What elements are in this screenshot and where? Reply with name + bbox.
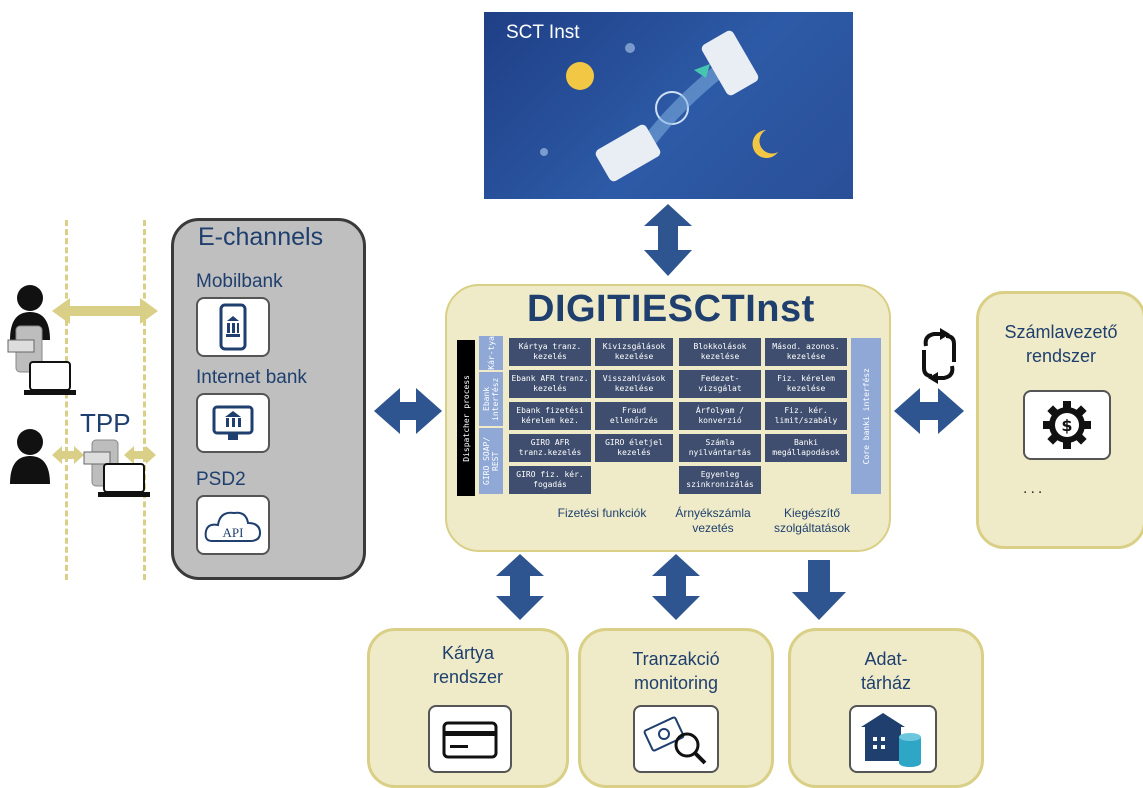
szamlavezeto-rendszer-box: Számlavezető rendszer $ ...: [976, 291, 1143, 549]
double-arrow-user2: [52, 446, 156, 464]
sct-inst-title: SCT Inst: [506, 22, 580, 43]
user-icon: [10, 429, 50, 484]
arrow-core-account: [894, 388, 964, 434]
arrow-sct-core: [644, 204, 692, 276]
dispatcher-process-label: Dispatcher process: [461, 374, 471, 462]
kartya-rendszer-box: Kártya rendszer: [367, 628, 569, 788]
sync-icon: [922, 328, 956, 384]
arrow-core-warehouse: [792, 560, 846, 620]
laptop-icon: [98, 463, 150, 497]
row-label-ebank: Ebank interfész: [479, 372, 503, 426]
cell-masod-azonos: Másod. azonos. kezelése: [765, 338, 847, 366]
bank-phone-icon: [219, 303, 247, 351]
row-label-giro: GIRO SOAP/ REST: [479, 428, 503, 494]
col-label-fizetesi: Fizetési funkciók: [557, 506, 647, 520]
cell-egyenleg: Egyenleg szinkronizálás: [679, 466, 761, 494]
e-channels-box: E-channels Mobilbank Internet bank PSD2 …: [171, 218, 366, 580]
left-actors: [7, 285, 158, 497]
dispatcher-process-strip: Dispatcher process: [457, 340, 475, 496]
cell-szamla: Számla nyilvántartás: [679, 434, 761, 462]
internet-bank-tile: [196, 393, 270, 453]
dollar-gear-icon: $: [1043, 401, 1091, 449]
cell-kartya-tranz: Kártya tranz. kezelés: [509, 338, 591, 366]
cell-visszahivasok: Visszahívások kezelése: [595, 370, 673, 398]
cell-blokkolasok: Blokkolások kezelése: [679, 338, 761, 366]
laptop-icon: [24, 361, 76, 395]
szamlavezeto-label: Számlavezető rendszer: [1004, 322, 1118, 366]
arrow-echannels-core: [374, 388, 442, 434]
row-label-kartya: Kár-tya: [479, 336, 503, 370]
digitie-sctinst-core-box: DIGITIESCTInst Dispatcher process Kár-ty…: [445, 284, 891, 552]
monitoring-tile: [633, 705, 719, 773]
e-channels-title: E-channels: [198, 223, 324, 251]
mobilbank-label: Mobilbank: [196, 271, 283, 292]
cell-kivizsgalasok: Kivizsgálások kezelése: [595, 338, 673, 366]
api-cloud-icon: API: [204, 511, 262, 542]
tpp-label: TPP: [80, 408, 131, 438]
instant-payment-illustration: [540, 30, 778, 182]
sct-inst-image-panel: SCT Inst: [484, 12, 853, 199]
core-title: DIGITIESCTInst: [527, 288, 815, 330]
moon-icon: [752, 130, 778, 158]
boundary-line-right: [143, 220, 146, 580]
adattarhaz-label: Adat-tárház: [860, 649, 912, 693]
tranzakcio-monitoring-box: Tranzakció monitoring: [578, 628, 774, 788]
col-label-arnyekszamla: Árnyékszámla vezetés: [675, 506, 751, 535]
bank-monitor-icon: [212, 405, 254, 440]
internet-bank-label: Internet bank: [196, 367, 307, 388]
svg-text:$: $: [1061, 416, 1072, 435]
psd2-label: PSD2: [196, 469, 246, 490]
money-search-icon: [643, 716, 707, 765]
cell-fedezet: Fedezet-vizsgálat: [679, 370, 761, 398]
cell-fiz-ker-limit: Fiz. kér. limit/szabály: [765, 402, 847, 430]
core-banki-interfesz-label: Core banki interfész: [861, 367, 871, 465]
cell-fiz-kerelem: Fiz. kérelem kezelése: [765, 370, 847, 398]
cell-giro-fiz-ker: GIRO fiz. kér. fogadás: [509, 466, 591, 494]
svg-text:API: API: [223, 525, 244, 540]
cell-ebank-fizetesi: Ebank fizetési kérelem kez.: [509, 402, 591, 430]
more-systems-ellipsis: ...: [1023, 480, 1046, 497]
kartya-tile: [428, 705, 512, 773]
core-banki-interfesz-strip: Core banki interfész: [851, 338, 881, 494]
mobilbank-tile: [196, 297, 270, 357]
psd2-tile: API: [196, 495, 270, 555]
col-label-kiegeszito: Kiegészítő szolgáltatások: [773, 506, 851, 535]
double-arrow-user1: [52, 298, 158, 324]
phone-icon: [7, 325, 43, 373]
tranzakcio-monitoring-label: Tranzakció monitoring: [632, 649, 720, 693]
credit-card-icon: [442, 721, 498, 759]
cell-giro-afr: GIRO AFR tranz.kezelés: [509, 434, 591, 462]
sun-icon: [566, 62, 594, 90]
cell-banki-megallapodasok: Banki megállapodások: [765, 434, 847, 462]
kartya-rendszer-label: Kártya rendszer: [432, 643, 504, 687]
cell-ebank-afr: Ebank AFR tranz. kezelés: [509, 370, 591, 398]
cell-fraud: Fraud ellenőrzés: [595, 402, 673, 430]
boundary-line-left: [65, 220, 68, 580]
arrow-core-monitoring: [652, 554, 700, 620]
phone-icon: [595, 124, 661, 182]
cell-giro-eletjel: GIRO életjel kezelés: [595, 434, 673, 462]
phone-icon: [701, 30, 759, 96]
cell-arfolyam: Árfolyam / konverzió: [679, 402, 761, 430]
arrow-core-card: [496, 554, 544, 620]
adattarhaz-box: Adat-tárház: [788, 628, 984, 788]
szamlavezeto-tile: $: [1023, 390, 1111, 460]
adattarhaz-tile: [849, 705, 937, 773]
warehouse-database-icon: [861, 713, 921, 767]
